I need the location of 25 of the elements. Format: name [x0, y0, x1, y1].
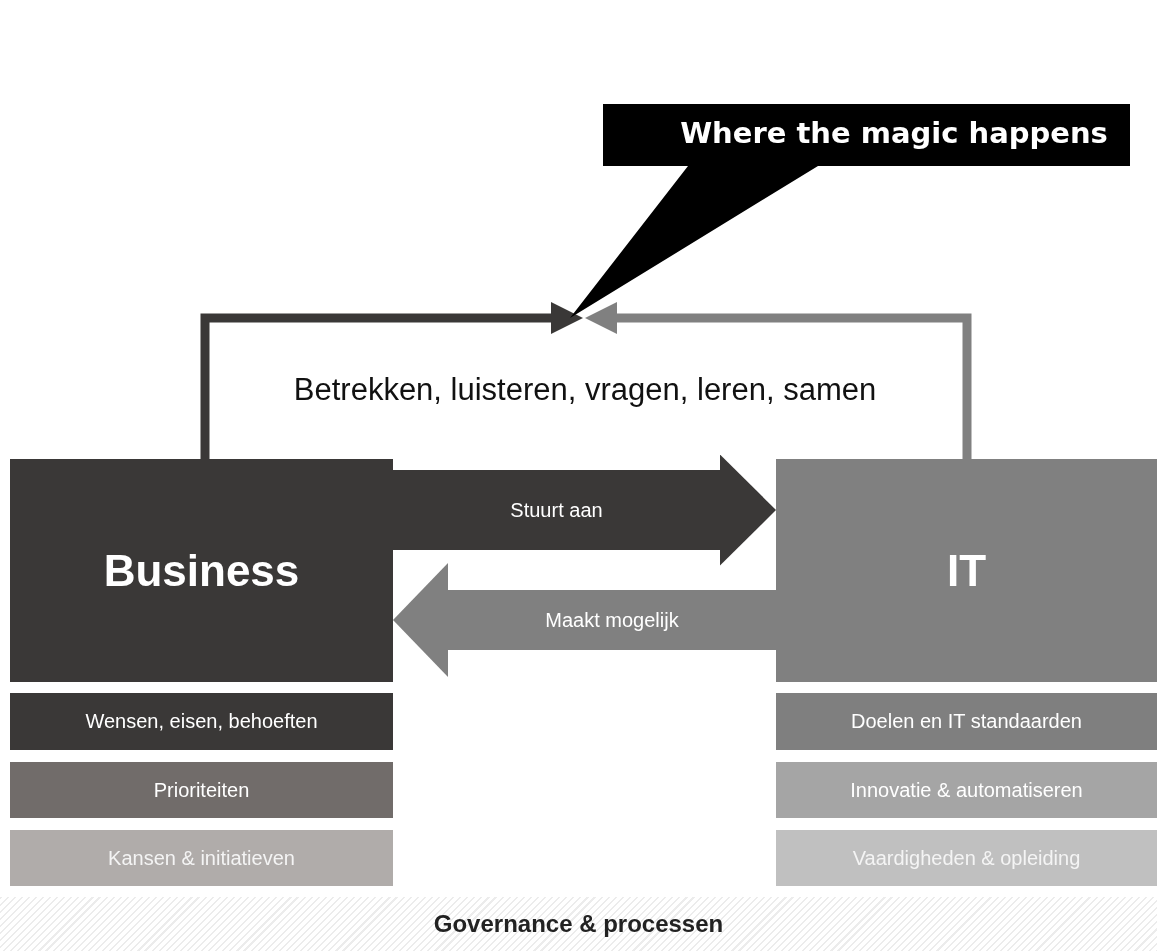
block-arrow [393, 563, 776, 677]
speech-bubble [568, 104, 1130, 320]
category-bar [10, 693, 393, 750]
band-label: Governance & processen [433, 910, 724, 938]
center-text: Betrekken, luisteren, vragen, leren, samen [293, 372, 877, 407]
edge-label: Stuurt aan [510, 498, 603, 522]
category-bar [776, 693, 1157, 750]
bar-label: Doelen en IT standaarden [851, 710, 1082, 733]
bubble-text: Where the magic happens [679, 115, 1109, 150]
category-bar [776, 830, 1157, 886]
category-bar [776, 762, 1157, 818]
process-box [776, 459, 1157, 682]
edge-label: Maakt mogelijk [545, 608, 679, 632]
process-box [10, 459, 393, 682]
box-label: Business [103, 545, 300, 596]
bar-label: Prioriteiten [153, 778, 250, 802]
arrow [585, 302, 972, 459]
block-arrow [393, 454, 776, 566]
category-bar [10, 762, 393, 818]
arrow [200, 302, 583, 459]
bar-label: Innovatie & automatiseren [850, 778, 1083, 802]
bar-label: Wensen, eisen, behoeften [85, 710, 318, 733]
bar-label: Kansen & initiatieven [108, 846, 295, 870]
box-label: IT [946, 545, 987, 596]
category-bar [10, 830, 393, 886]
